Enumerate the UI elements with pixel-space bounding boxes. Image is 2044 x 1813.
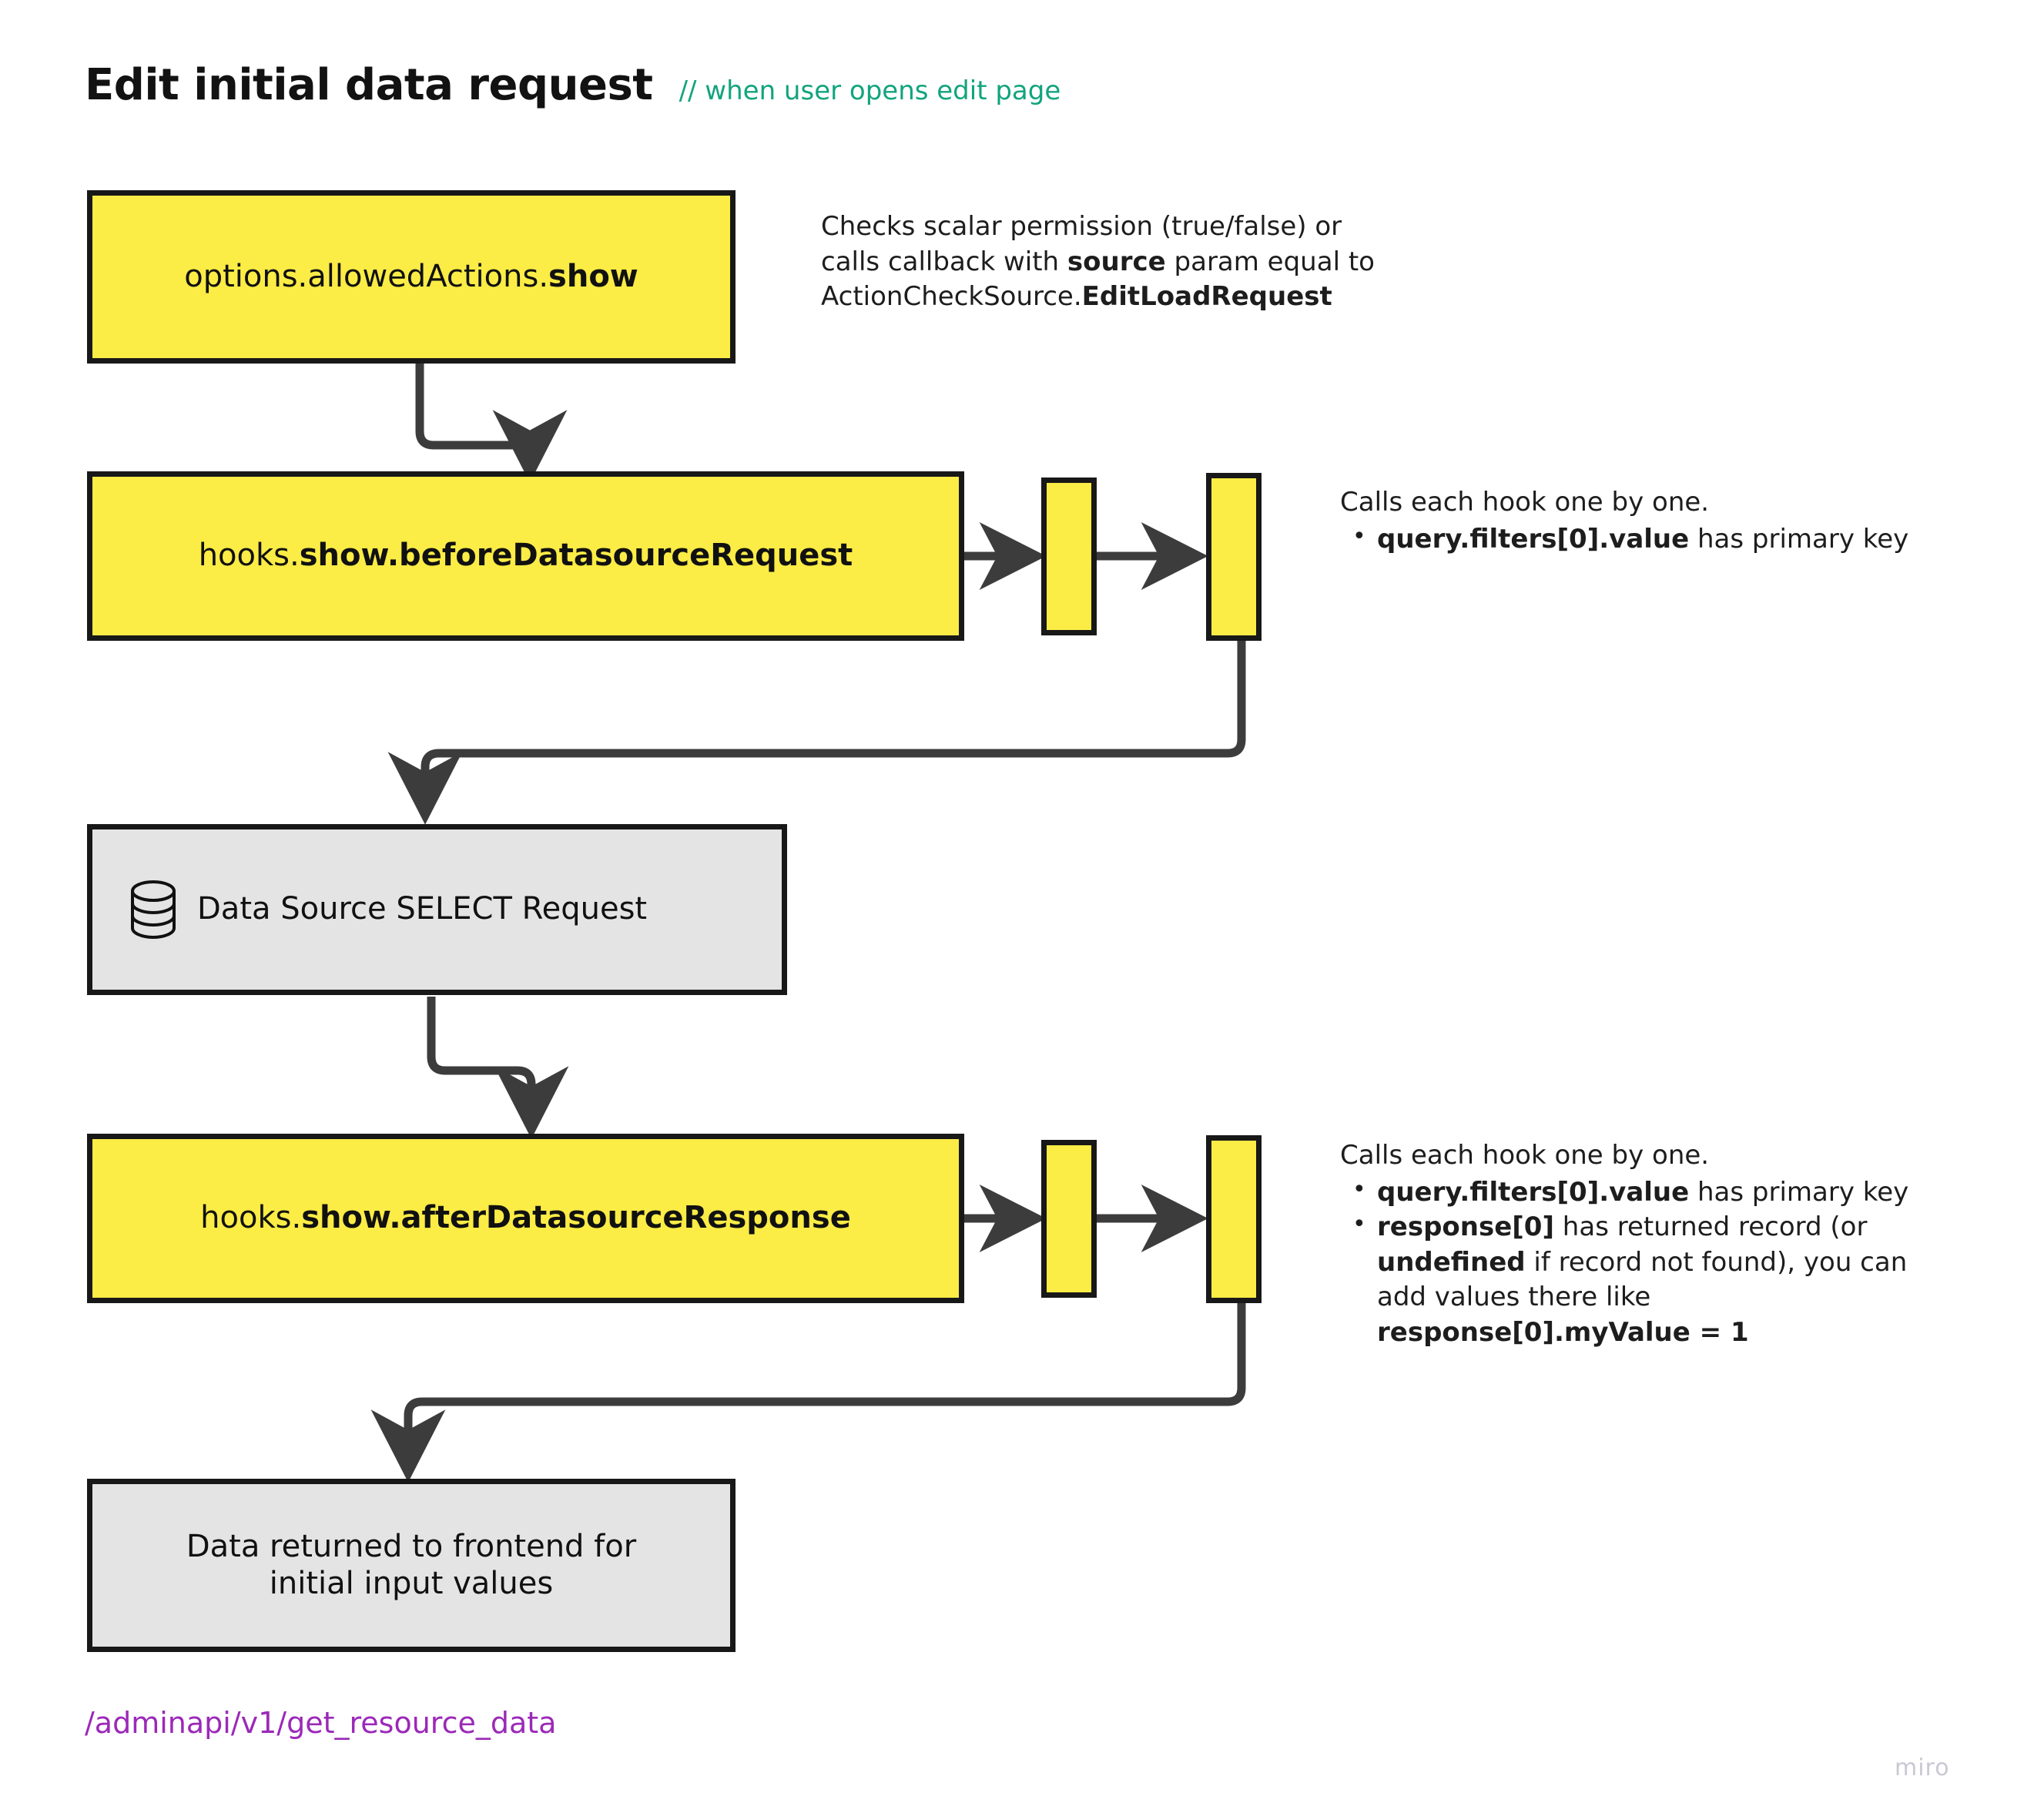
page-title: Edit initial data request	[85, 60, 653, 110]
list-item: query.filters[0].value has primary key	[1352, 1175, 1956, 1211]
node-frontend-result[interactable]: Data returned to frontend for initial in…	[87, 1479, 736, 1652]
annotation-before-hook-lead: Calls each hook one by one.	[1340, 487, 1710, 518]
annotation-permission-line3: ActionCheckSource.EditLoadRequest	[821, 281, 1332, 313]
node-datasource-select-request[interactable]: Data Source SELECT Request	[87, 824, 787, 995]
node-allowed-actions-show[interactable]: options.allowedActions.show	[87, 190, 736, 364]
miro-watermark: miro	[1895, 1754, 1950, 1781]
connector-allowed-to-before	[415, 364, 534, 464]
annotation-permission: Checks scalar permission (true/false) or…	[821, 209, 1499, 315]
node-allowed-actions-label: options.allowedActions.show	[184, 259, 638, 295]
node-frontend-result-line1: Data returned to frontend for	[186, 1529, 637, 1565]
annotation-permission-line2: calls callback with source param equal t…	[821, 246, 1375, 277]
node-frontend-result-label: Data returned to frontend for initial in…	[186, 1529, 636, 1601]
page-subtitle: // when user opens edit page	[679, 75, 1061, 106]
node-datasource-label: Data Source SELECT Request	[197, 891, 648, 927]
node-after-hook-label: hooks.show.afterDatasourceResponse	[200, 1200, 851, 1236]
annotation-before-hook: Calls each hook one by one. query.filter…	[1340, 485, 1933, 557]
hook-chip-before-1[interactable]	[1041, 478, 1097, 635]
annotation-after-hook: Calls each hook one by one. query.filter…	[1340, 1138, 1956, 1350]
node-allowed-actions-suffix: show	[548, 258, 638, 294]
connector-chip4-to-result	[370, 1303, 1246, 1483]
hook-chip-after-2[interactable]	[1206, 1135, 1262, 1303]
node-allowed-actions-prefix: options.allowedActions.	[184, 258, 549, 294]
annotation-permission-line1: Checks scalar permission (true/false) or	[821, 211, 1342, 242]
node-frontend-result-line2: initial input values	[269, 1565, 554, 1601]
annotation-after-hook-list: query.filters[0].value has primary key r…	[1340, 1175, 1956, 1351]
connector-chip2-to-datasource	[387, 638, 1246, 825]
node-before-datasource-request[interactable]: hooks.show.beforeDatasourceRequest	[87, 471, 964, 641]
connector-datasource-to-after	[427, 997, 569, 1139]
annotation-before-hook-list: query.filters[0].value has primary key	[1340, 521, 1933, 558]
list-item: query.filters[0].value has primary key	[1352, 521, 1933, 558]
annotation-after-hook-lead: Calls each hook one by one.	[1340, 1140, 1710, 1171]
database-icon	[129, 880, 177, 940]
diagram-header: Edit initial data request // when user o…	[85, 60, 1061, 110]
api-endpoint-label: /adminapi/v1/get_resource_data	[85, 1706, 557, 1740]
node-before-hook-label: hooks.show.beforeDatasourceRequest	[198, 538, 853, 574]
hook-chip-after-1[interactable]	[1041, 1140, 1097, 1298]
list-item: response[0] has returned record (or unde…	[1352, 1209, 1956, 1350]
node-after-datasource-response[interactable]: hooks.show.afterDatasourceResponse	[87, 1134, 964, 1303]
hook-chip-before-2[interactable]	[1206, 473, 1262, 641]
